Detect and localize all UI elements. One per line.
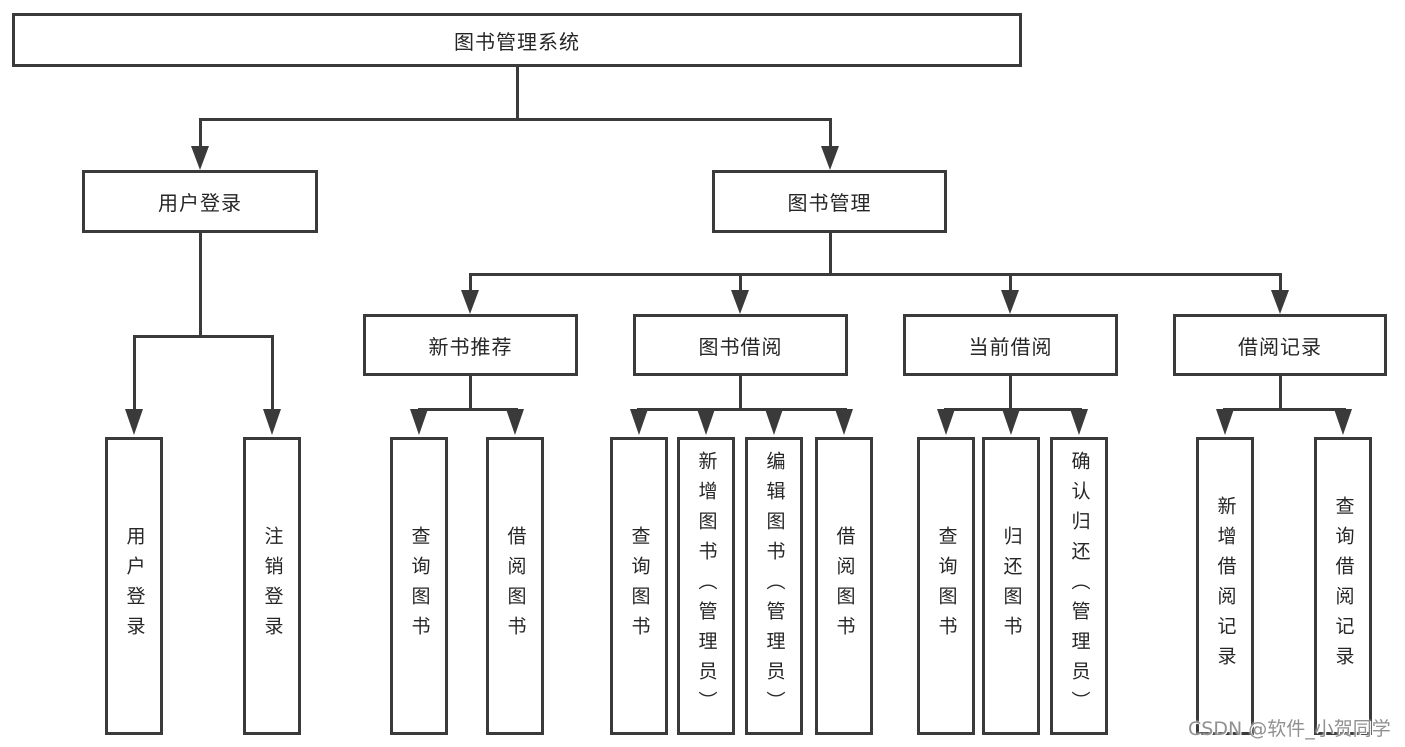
arrowhead-icon bbox=[1001, 290, 1019, 314]
node-root-label: 图书管理系统 bbox=[454, 29, 580, 54]
arrowhead-icon bbox=[1216, 409, 1234, 435]
node-book-borrow-label: 图书借阅 bbox=[698, 334, 783, 359]
leaf-current-query-book: 查询图书 bbox=[917, 437, 975, 735]
arrowhead-icon bbox=[821, 146, 839, 170]
connector-line bbox=[829, 233, 832, 275]
leaf-recommend-borrow-book-label: 借阅图书 bbox=[504, 526, 527, 646]
arrowhead-icon bbox=[461, 290, 479, 314]
leaf-return-book-label: 归还图书 bbox=[1000, 526, 1023, 646]
connector-line bbox=[516, 65, 519, 120]
node-book-borrow: 图书借阅 bbox=[633, 314, 848, 376]
connector-line bbox=[1009, 273, 1012, 292]
leaf-user-login-label: 用户登录 bbox=[123, 526, 146, 646]
connector-line bbox=[1279, 273, 1282, 292]
connector-line bbox=[199, 118, 832, 121]
arrowhead-icon bbox=[835, 409, 853, 435]
arrowhead-icon bbox=[937, 409, 955, 435]
arrowhead-icon bbox=[1002, 409, 1020, 435]
connector-line bbox=[1223, 408, 1346, 411]
leaf-add-book-admin: 新增图书（管理员） bbox=[677, 437, 735, 735]
connector-line bbox=[1009, 376, 1012, 410]
node-new-book-recommend-label: 新书推荐 bbox=[428, 334, 513, 359]
node-user-login-label: 用户登录 bbox=[158, 191, 242, 215]
connector-line bbox=[829, 118, 832, 148]
connector-line bbox=[418, 408, 518, 411]
leaf-recommend-query-book-label: 查询图书 bbox=[408, 526, 431, 646]
connector-line bbox=[469, 376, 472, 410]
leaf-confirm-return-admin: 确认归还（管理员） bbox=[1050, 437, 1108, 735]
arrowhead-icon bbox=[191, 146, 209, 170]
connector-line bbox=[133, 335, 274, 338]
leaf-borrow-book: 借阅图书 bbox=[815, 437, 873, 735]
connector-line bbox=[739, 376, 742, 410]
node-current-borrow-label: 当前借阅 bbox=[968, 334, 1053, 359]
leaf-query-borrow-record: 查询借阅记录 bbox=[1314, 437, 1372, 735]
arrowhead-icon bbox=[1070, 409, 1088, 435]
leaf-return-book: 归还图书 bbox=[982, 437, 1040, 735]
leaf-user-login: 用户登录 bbox=[105, 437, 163, 735]
leaf-add-borrow-record: 新增借阅记录 bbox=[1196, 437, 1254, 735]
arrowhead-icon bbox=[506, 409, 524, 435]
leaf-logout: 注销登录 bbox=[243, 437, 301, 735]
node-book-management-label: 图书管理 bbox=[787, 191, 872, 215]
node-new-book-recommend: 新书推荐 bbox=[363, 314, 578, 376]
leaf-edit-book-admin: 编辑图书（管理员） bbox=[745, 437, 803, 735]
leaf-logout-label: 注销登录 bbox=[261, 526, 284, 646]
leaf-borrow-book-label: 借阅图书 bbox=[833, 526, 856, 646]
leaf-recommend-query-book: 查询图书 bbox=[390, 437, 448, 735]
watermark: CSDN @软件_小贺同学 bbox=[1188, 718, 1391, 740]
node-borrow-record: 借阅记录 bbox=[1173, 314, 1387, 376]
connector-line bbox=[1279, 376, 1282, 410]
connector-line bbox=[133, 335, 136, 411]
arrowhead-icon bbox=[263, 409, 281, 435]
connector-line bbox=[199, 118, 202, 148]
connector-line bbox=[469, 273, 472, 292]
arrowhead-icon bbox=[1271, 290, 1289, 314]
leaf-edit-book-admin-label: 编辑图书（管理员） bbox=[763, 451, 786, 721]
arrowhead-icon bbox=[630, 409, 648, 435]
connector-line bbox=[469, 273, 1282, 276]
leaf-borrow-query-book: 查询图书 bbox=[610, 437, 668, 735]
leaf-recommend-borrow-book: 借阅图书 bbox=[486, 437, 544, 735]
leaf-current-query-book-label: 查询图书 bbox=[935, 526, 958, 646]
arrowhead-icon bbox=[1334, 409, 1352, 435]
leaf-borrow-query-book-label: 查询图书 bbox=[628, 526, 651, 646]
node-user-login: 用户登录 bbox=[82, 170, 318, 233]
arrowhead-icon bbox=[697, 409, 715, 435]
node-root: 图书管理系统 bbox=[12, 13, 1022, 67]
arrowhead-icon bbox=[731, 290, 749, 314]
node-borrow-record-label: 借阅记录 bbox=[1238, 334, 1322, 359]
connector-line bbox=[637, 408, 847, 411]
leaf-add-book-admin-label: 新增图书（管理员） bbox=[695, 451, 718, 721]
node-current-borrow: 当前借阅 bbox=[903, 314, 1118, 376]
arrowhead-icon bbox=[125, 409, 143, 435]
connector-line bbox=[739, 273, 742, 292]
node-book-management: 图书管理 bbox=[712, 170, 947, 233]
arrowhead-icon bbox=[410, 409, 428, 435]
leaf-add-borrow-record-label: 新增借阅记录 bbox=[1214, 496, 1237, 676]
leaf-confirm-return-admin-label: 确认归还（管理员） bbox=[1068, 451, 1091, 721]
connector-line bbox=[271, 335, 274, 411]
arrowhead-icon bbox=[765, 409, 783, 435]
connector-line bbox=[199, 233, 202, 337]
leaf-query-borrow-record-label: 查询借阅记录 bbox=[1332, 496, 1355, 676]
